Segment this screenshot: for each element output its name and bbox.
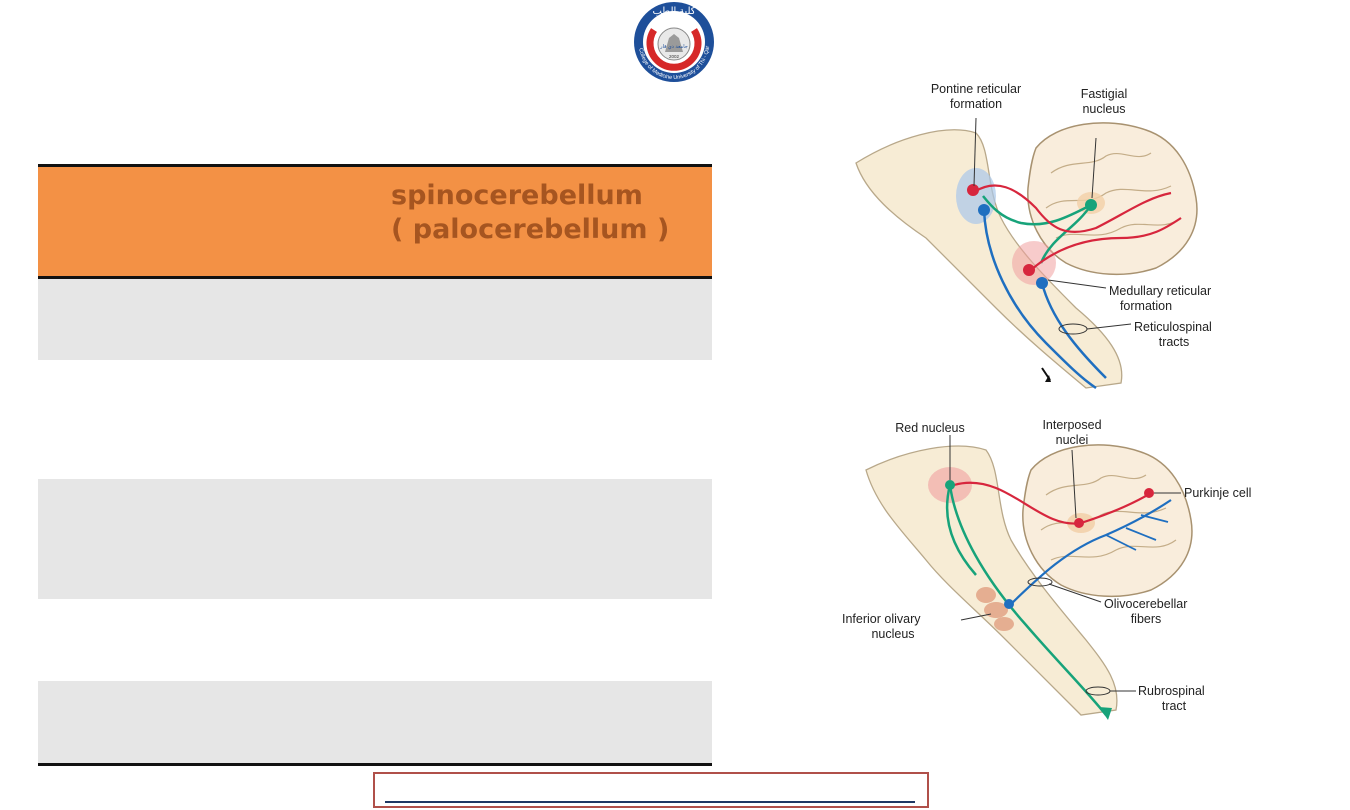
label-olivo-line2: fibers	[1131, 612, 1162, 626]
label-red-nucleus: Red nucleus	[895, 421, 965, 435]
cerebellum-shape	[1027, 122, 1198, 276]
table-row	[38, 479, 712, 599]
label-interposed-line1: Interposed	[1042, 418, 1101, 432]
red-pathway	[953, 481, 1082, 525]
cerebellum-folia	[1045, 152, 1182, 239]
medullary-region	[1012, 241, 1056, 285]
label-reticulo-line1: Reticulospinal	[1134, 320, 1212, 334]
green-pathway	[982, 195, 1092, 226]
blue-tract-1	[982, 209, 1097, 390]
label-fastigial-line1: Fastigial	[1081, 87, 1128, 101]
blue-branches	[1105, 514, 1169, 551]
red-nucleus-neuron	[945, 480, 955, 490]
green-pathway	[948, 484, 1107, 716]
logo-arabic-center: جامعة ذي قار	[659, 44, 688, 50]
label-fastigial-line2: nucleus	[1082, 102, 1125, 116]
medullary-blue-neuron	[1036, 277, 1048, 289]
label-purkinje: Purkinje cell	[1184, 486, 1251, 500]
table-header-cell: spinocerebellum ( palocerebellum )	[391, 179, 669, 247]
leader-line	[1071, 449, 1077, 519]
footer-box	[373, 772, 929, 808]
label-olivo-line1: Olivocerebellar	[1104, 597, 1187, 611]
leader-line	[1086, 323, 1132, 330]
table-row	[38, 279, 712, 360]
leader-line	[960, 613, 992, 621]
leader-line	[973, 117, 977, 187]
logo-year: 2002	[669, 54, 680, 59]
label-inferior-line1: Inferior olivary	[842, 612, 921, 626]
olivary-region-1	[976, 587, 996, 603]
table-row	[38, 681, 712, 763]
blue-pathway	[1010, 499, 1172, 605]
green-pathway-2	[945, 484, 977, 576]
table-row	[38, 360, 712, 479]
pontine-blue-neuron	[978, 204, 990, 216]
header-subtitle: ( palocerebellum )	[391, 214, 670, 245]
tract-ring	[1027, 577, 1053, 587]
olivary-region-3	[994, 617, 1014, 631]
label-reticulo-line2: tracts	[1159, 335, 1190, 349]
label-rubro-line2: tract	[1162, 699, 1187, 713]
arrow-head	[1099, 707, 1112, 720]
cerebellum-shape	[1022, 444, 1193, 598]
college-logo: كلية الطب جامعة ذي قار 2002 College of M…	[634, 2, 714, 82]
red-pathway-2	[1030, 217, 1182, 271]
logo-arabic-top: كلية الطب	[652, 6, 695, 17]
leader-line	[1047, 279, 1107, 289]
table-row	[38, 599, 712, 681]
fastigial-neuron	[1085, 199, 1097, 211]
pontine-red-neuron	[967, 184, 979, 196]
header-title: spinocerebellum	[391, 180, 643, 211]
red-pathway	[973, 184, 1172, 233]
label-pontine-line1: Pontine reticular	[931, 82, 1021, 96]
label-medullary-line1: Medullary reticular	[1109, 284, 1211, 298]
table-top-rule	[38, 164, 712, 167]
rubrospinal-diagram: Red nucleus Interposed nuclei Purkinje c…	[842, 418, 1251, 720]
purkinje-neuron	[1144, 488, 1154, 498]
arrow-head	[1045, 375, 1051, 382]
interposed-neuron	[1074, 518, 1084, 528]
green-pathway-2	[1039, 204, 1093, 264]
label-inferior-line2: nucleus	[871, 627, 914, 641]
table-header-row: spinocerebellum ( palocerebellum )	[38, 167, 712, 276]
reticulospinal-diagram: Pontine reticular formation Fastigial nu…	[855, 82, 1212, 390]
blue-tract-2	[1040, 282, 1107, 379]
label-pontine-line2: formation	[950, 97, 1002, 111]
olivary-neuron	[1004, 599, 1014, 609]
table-header-rule	[38, 276, 712, 279]
comparison-table: spinocerebellum ( palocerebellum )	[38, 164, 712, 766]
leader-line	[1091, 137, 1097, 199]
pontine-region	[956, 168, 996, 224]
label-rubro-line1: Rubrospinal	[1138, 684, 1205, 698]
leader-line	[1048, 583, 1102, 603]
label-medullary-line2: formation	[1120, 299, 1172, 313]
medullary-red-neuron	[1023, 264, 1035, 276]
table-bottom-rule	[38, 763, 712, 766]
footer-line	[385, 801, 915, 803]
label-interposed-line2: nuclei	[1056, 433, 1089, 447]
